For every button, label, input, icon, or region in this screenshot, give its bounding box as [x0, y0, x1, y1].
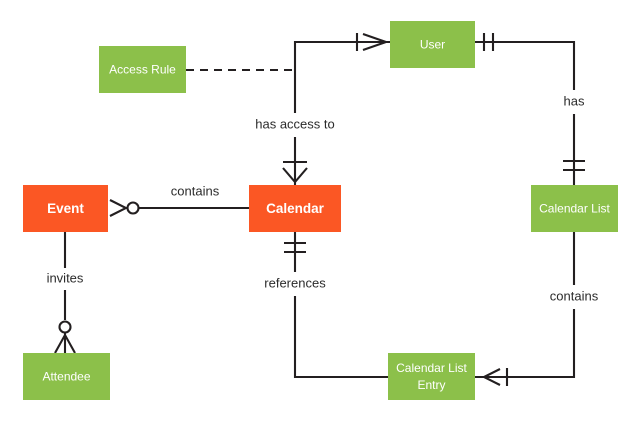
relationship-label-invites: invites [47, 270, 84, 285]
entity-calendar-label: Calendar [266, 201, 325, 216]
entity-calendar-list-entry[interactable]: Calendar List Entry [388, 353, 475, 400]
edge-contains-event-calendar [109, 199, 249, 217]
entity-access-rule-label: Access Rule [109, 63, 176, 77]
edge-invites [54, 232, 76, 354]
entity-access-rule[interactable]: Access Rule [99, 46, 186, 93]
relationship-label-contains-event-calendar: contains [171, 183, 220, 198]
edge-references [284, 232, 388, 379]
entity-event-label: Event [47, 201, 84, 216]
entity-event[interactable]: Event [23, 185, 108, 232]
edge-has-access-to [282, 40, 390, 185]
entity-calendar-list-entry-label-line1: Calendar List [396, 361, 467, 375]
relationship-label-references: references [264, 275, 326, 290]
edge-has [475, 40, 585, 185]
entity-attendee[interactable]: Attendee [23, 353, 110, 400]
marker-user-right-double-tick [482, 33, 495, 51]
entity-calendar-list-entry-label-line2: Entry [417, 378, 445, 392]
relationship-label-has-access-to: has access to [255, 116, 335, 131]
entity-user-label: User [420, 38, 445, 52]
marker-user-left-crowsfoot [355, 33, 390, 51]
entity-attendee-label: Attendee [42, 370, 90, 384]
entity-user[interactable]: User [390, 21, 475, 68]
relationship-label-contains-list-entry: contains [550, 288, 599, 303]
relationship-label-has: has [564, 93, 585, 108]
entity-calendar[interactable]: Calendar [249, 185, 341, 232]
entity-calendar-list-label: Calendar List [539, 202, 610, 216]
entity-calendar-list[interactable]: Calendar List [531, 185, 618, 232]
edge-contains-list-entry [475, 232, 576, 386]
